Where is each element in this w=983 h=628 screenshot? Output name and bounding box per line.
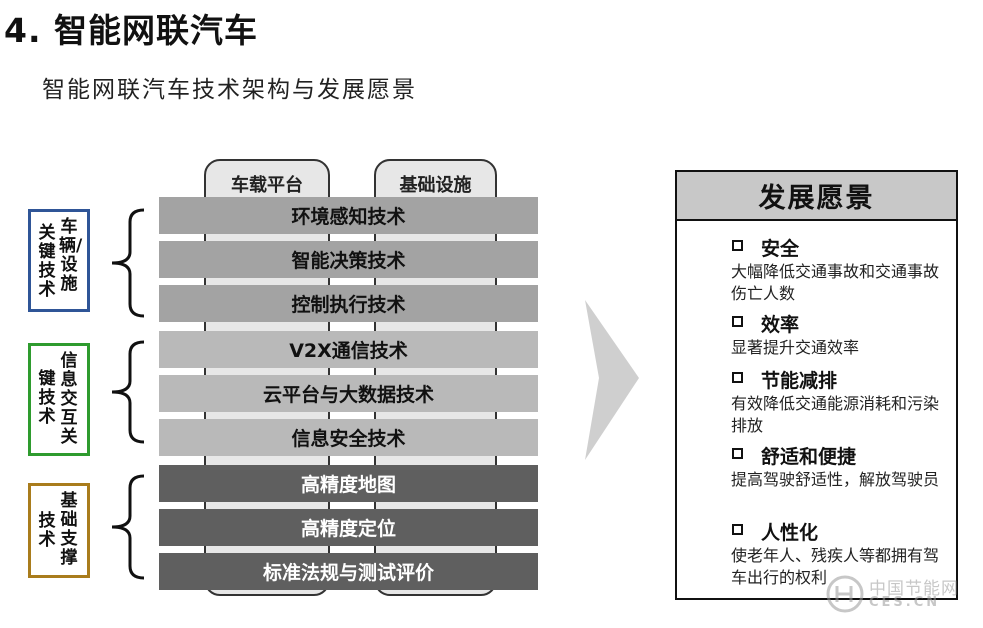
layer-v2x-communication: V2X通信技术	[159, 331, 538, 368]
vision-panel: 发展愿景 安全 大幅降低交通事故和交通事故伤亡人数 效率 显著提升交通效率 节能…	[675, 170, 958, 600]
group-vehicle-facility-key-tech: 关键技术 车辆/设施	[28, 209, 90, 312]
brace-group-3	[111, 474, 145, 580]
checkbox-icon	[732, 448, 743, 459]
group-label-col: 基础支撑	[60, 491, 78, 568]
group-label-col: 关键技术	[38, 223, 56, 300]
vision-item-title: 人性化	[761, 522, 819, 544]
layer-control-execution: 控制执行技术	[159, 285, 538, 322]
layer-information-security: 信息安全技术	[159, 419, 538, 456]
pillar-label: 基础设施	[399, 175, 472, 196]
group-label-col: 技术	[38, 511, 56, 550]
vision-item-title: 效率	[761, 314, 800, 336]
vision-item-title: 安全	[761, 238, 800, 260]
watermark: 中国节能网 CES.CN	[825, 574, 970, 614]
layer-environment-perception: 环境感知技术	[159, 197, 538, 234]
vision-header: 发展愿景	[677, 172, 956, 221]
checkbox-icon	[732, 240, 743, 251]
vision-item-desc: 有效降低交通能源消耗和污染排放	[731, 394, 940, 435]
group-info-interaction-key-tech: 键技术 信息交互关	[28, 343, 90, 456]
page-subtitle: 智能网联汽车技术架构与发展愿景	[42, 77, 417, 103]
group-label-col: 键技术	[38, 369, 56, 427]
vision-item-desc: 显著提升交通效率	[731, 338, 860, 357]
group-label-col: 车辆/设施	[59, 217, 83, 294]
checkbox-icon	[732, 372, 743, 383]
layer-hd-positioning: 高精度定位	[159, 509, 538, 546]
vision-item-desc: 提高驾驶舒适性，解放驾驶员	[731, 470, 940, 489]
right-arrow-icon	[585, 300, 639, 460]
pillar-label: 车载平台	[231, 175, 303, 196]
watermark-logo-icon	[826, 575, 864, 613]
brace-group-1	[111, 208, 145, 318]
checkbox-icon	[732, 524, 743, 535]
vision-item-desc: 大幅降低交通事故和交通事故伤亡人数	[731, 262, 940, 303]
vision-item-desc: 使老年人、残疾人等都拥有驾车出行的权利	[731, 546, 940, 587]
page-title: 4. 智能网联汽车	[4, 11, 258, 50]
checkbox-icon	[732, 316, 743, 327]
layer-standards-testing: 标准法规与测试评价	[159, 553, 538, 590]
layer-hd-map: 高精度地图	[159, 465, 538, 502]
watermark-text-en: CES.CN	[869, 595, 941, 610]
layer-cloud-bigdata: 云平台与大数据技术	[159, 375, 538, 412]
layer-intelligent-decision: 智能决策技术	[159, 241, 538, 278]
vision-item-title: 节能减排	[761, 370, 838, 392]
brace-group-2	[111, 340, 145, 444]
group-label-col: 信息交互关	[60, 351, 78, 447]
vision-item-title: 舒适和便捷	[761, 446, 857, 468]
watermark-text-cn: 中国节能网	[869, 579, 959, 599]
group-foundation-support-tech: 技术 基础支撑	[28, 483, 90, 578]
